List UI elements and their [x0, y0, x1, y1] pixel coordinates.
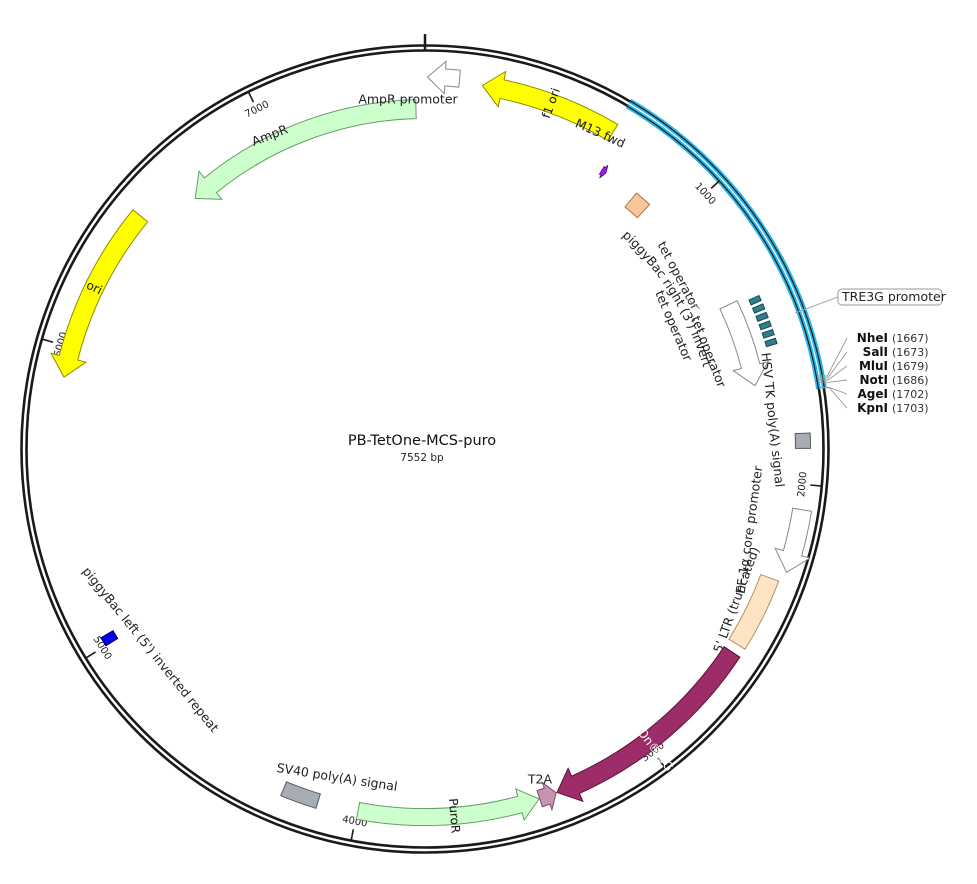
tick-mark [42, 338, 54, 343]
tre3g-promoter-label: TRE3G promoter [841, 289, 947, 304]
site-name: SalI [863, 345, 888, 359]
site-leader [819, 387, 848, 409]
m13-fwd-shape [598, 164, 609, 179]
feature-5-ltr[interactable]: 5' LTR (truncated) [710, 545, 780, 655]
site-leader [818, 365, 848, 381]
ampr-promoter-shape [426, 60, 461, 95]
tick-label: 7000 [243, 99, 271, 120]
5-ltr-shape [728, 573, 780, 650]
site-sali[interactable]: SalI (1673) [817, 345, 929, 379]
ampr-shape [194, 99, 417, 200]
feature-ampr-promoter[interactable]: AmpR promoter [358, 60, 461, 107]
feature-ori[interactable]: ori [50, 209, 149, 378]
restriction-sites: NheI (1667) SalI (1673) MluI (1679)NotI(1686)… [817, 331, 929, 415]
site-position: (1679) [892, 360, 929, 373]
site-name: MluI [859, 359, 888, 373]
site-leader [817, 351, 848, 379]
feature-f1-ori[interactable]: f1 ori [481, 70, 619, 142]
t2a-label: T2A [527, 772, 553, 787]
tick-mark [710, 180, 720, 189]
site-position: (1703) [892, 402, 929, 415]
f1-ori-shape [481, 70, 619, 142]
site-name: KpnI [857, 401, 888, 415]
ori-shape [50, 209, 149, 378]
ampr-promoter-label: AmpR promoter [358, 92, 458, 107]
tet-operator-leader [685, 297, 701, 310]
tick-mark [247, 91, 255, 103]
ori-label: ori [84, 278, 104, 297]
feature-m13-fwd[interactable]: M13 fwd [573, 115, 628, 179]
feature-t2a[interactable]: T2A [527, 772, 557, 812]
site-leader [817, 337, 848, 377]
backbone-ring [20, 34, 830, 854]
mcs-highlight-arc [625, 98, 827, 390]
site-kpni[interactable]: KpnI (1703) [819, 387, 929, 415]
mcs-highlight-band [627, 104, 821, 389]
tet-operator-6-shape [764, 337, 778, 348]
piggybac-left-shape [100, 630, 119, 647]
plasmid-name: PB-TetOne-MCS-puro [348, 433, 496, 449]
tick-mark [85, 651, 96, 659]
puror-shape [355, 788, 540, 826]
tre3g-promoter-leader [794, 296, 839, 314]
tet-operator-4-shape [758, 320, 772, 331]
tick-label: 1000 [692, 181, 717, 207]
piggybac-right-shape [624, 192, 651, 219]
mcs-highlight-band [630, 98, 827, 388]
t2a-shape [536, 781, 557, 812]
tet-operator-5-shape [761, 328, 775, 339]
site-noti[interactable]: NotI(1686) [818, 373, 929, 387]
site-name: AgeI [858, 387, 888, 401]
puror-label: PuroR [446, 798, 463, 834]
mcs-highlight-band [628, 101, 824, 389]
site-mlui[interactable]: MluI (1679) [818, 359, 929, 381]
site-leader [818, 379, 848, 383]
feature-tre3g-promoter[interactable]: TRE3G promoter [719, 288, 947, 387]
feature-tet-operator-6[interactable] [764, 337, 778, 348]
tick-mark [350, 829, 355, 841]
tick-mark [810, 484, 822, 487]
feature-hsv-tk-polya[interactable]: HSV TK poly(A) signal [758, 352, 811, 488]
feature-tet-operator-4[interactable] [758, 320, 772, 331]
feature-puror[interactable]: PuroR [355, 788, 540, 834]
feature-sv40-polya[interactable]: SV40 poly(A) signal [276, 760, 399, 809]
tick-mark [657, 757, 666, 768]
feature-ampr[interactable]: AmpR [194, 99, 417, 200]
site-agei[interactable]: AgeI (1702) [819, 387, 929, 401]
hsv-tk-polya-shape [794, 432, 811, 449]
site-position: (1702) [892, 388, 929, 401]
site-position: (1667) [892, 332, 929, 345]
tet-operator-2-shape [751, 303, 766, 314]
tet-operator-1-shape [748, 294, 762, 306]
mcs-highlight-band [625, 106, 818, 390]
tre3g-promoter-label-box [837, 288, 943, 306]
tet-operator-3-shape [755, 311, 769, 323]
plasmid-length: 7552 bp [400, 452, 444, 464]
tet-operator-2-label: tet operator [688, 314, 729, 390]
site-nhei[interactable]: NheI (1667) [817, 331, 929, 377]
tet-on-3g-shape [556, 645, 741, 803]
sv40-polya-shape [280, 781, 321, 809]
tick-label: 2000 [796, 471, 809, 497]
ef1a-core-promoter-shape [774, 507, 813, 574]
map-center: PB-TetOne-MCS-puro 7552 bp [348, 433, 496, 464]
backbone-inner-line [25, 49, 825, 849]
site-name: NotI [860, 373, 889, 387]
site-name: NheI [857, 331, 888, 345]
site-position: (1673) [892, 346, 929, 359]
tre3g-promoter-shape [719, 300, 770, 387]
feature-tet-operator-5[interactable] [761, 328, 775, 339]
site-position: (1686) [892, 374, 929, 387]
